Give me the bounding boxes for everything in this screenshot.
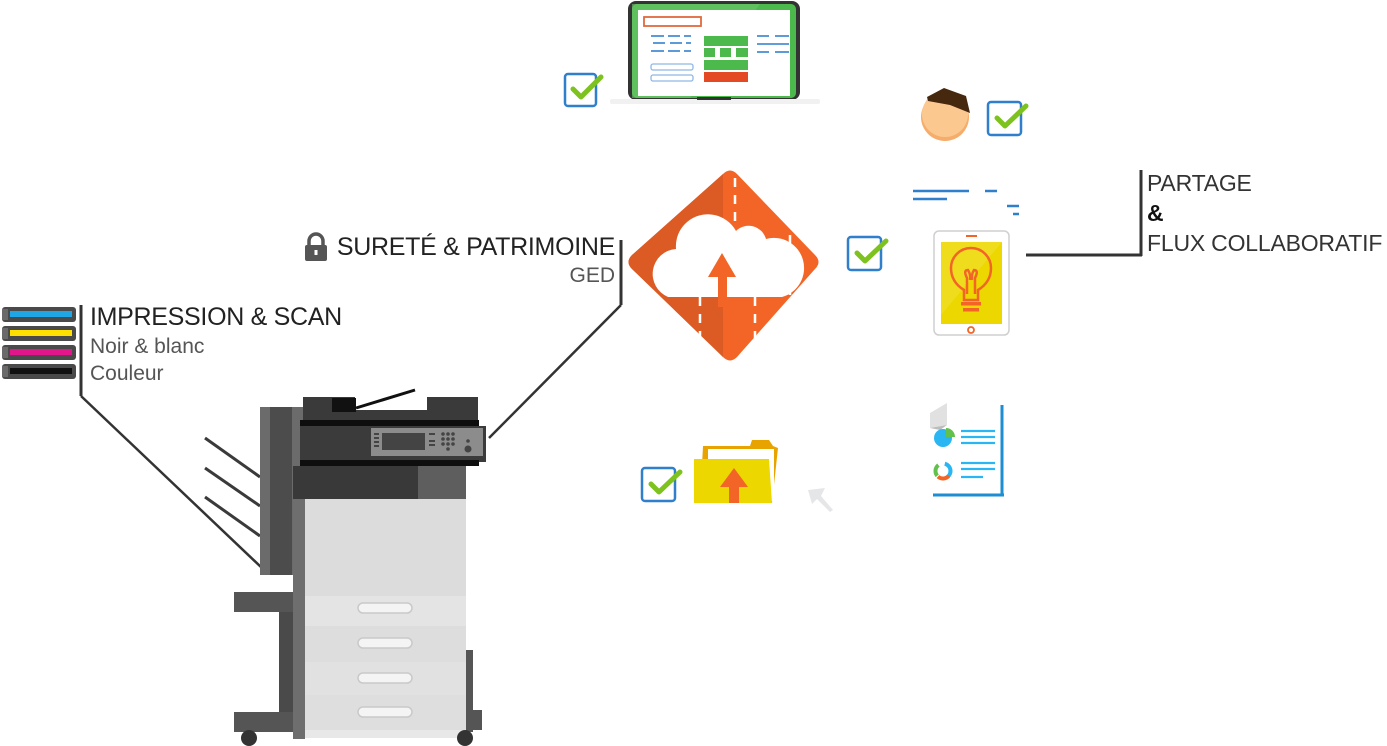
- impression-title: IMPRESSION & SCAN: [90, 303, 342, 331]
- impression-label-group: IMPRESSION & SCAN Noir & blanc Couleur: [90, 303, 342, 386]
- impression-line-couleur: Couleur: [90, 362, 164, 385]
- partage-line-partage: PARTAGE: [1147, 170, 1252, 196]
- toner-black-icon: [2, 364, 76, 379]
- surete-label-group: SURETÉ & PATRIMOINE GED: [300, 232, 615, 288]
- toner-magenta-icon: [2, 345, 76, 360]
- impression-connector-line: [80, 395, 263, 569]
- printer-output-trays: [204, 436, 261, 538]
- surete-sub-ged: GED: [569, 264, 615, 287]
- toner-cartridges: [2, 306, 76, 391]
- lock-icon: [304, 232, 327, 261]
- laptop-check-icon: [563, 72, 604, 108]
- partage-label-group: PARTAGE & FLUX COLLABORATIF: [1147, 168, 1382, 258]
- toner-stack-icon: [2, 307, 76, 379]
- surete-title: SURETÉ & PATRIMOINE: [336, 232, 615, 261]
- surete-connector-line: [488, 304, 622, 439]
- tablet-check-icon: [846, 235, 889, 272]
- toner-cyan-icon: [2, 307, 76, 322]
- partage-line-flux: FLUX COLLABORATIF: [1147, 230, 1383, 256]
- partage-line-ampersand: &: [1147, 200, 1164, 226]
- printer-drawer-handles: [357, 602, 413, 718]
- toner-yellow-icon: [2, 326, 76, 341]
- impression-line-noir-blanc: Noir & blanc: [90, 335, 205, 358]
- folder-check-icon: [640, 466, 683, 503]
- user-check-icon: [986, 100, 1029, 137]
